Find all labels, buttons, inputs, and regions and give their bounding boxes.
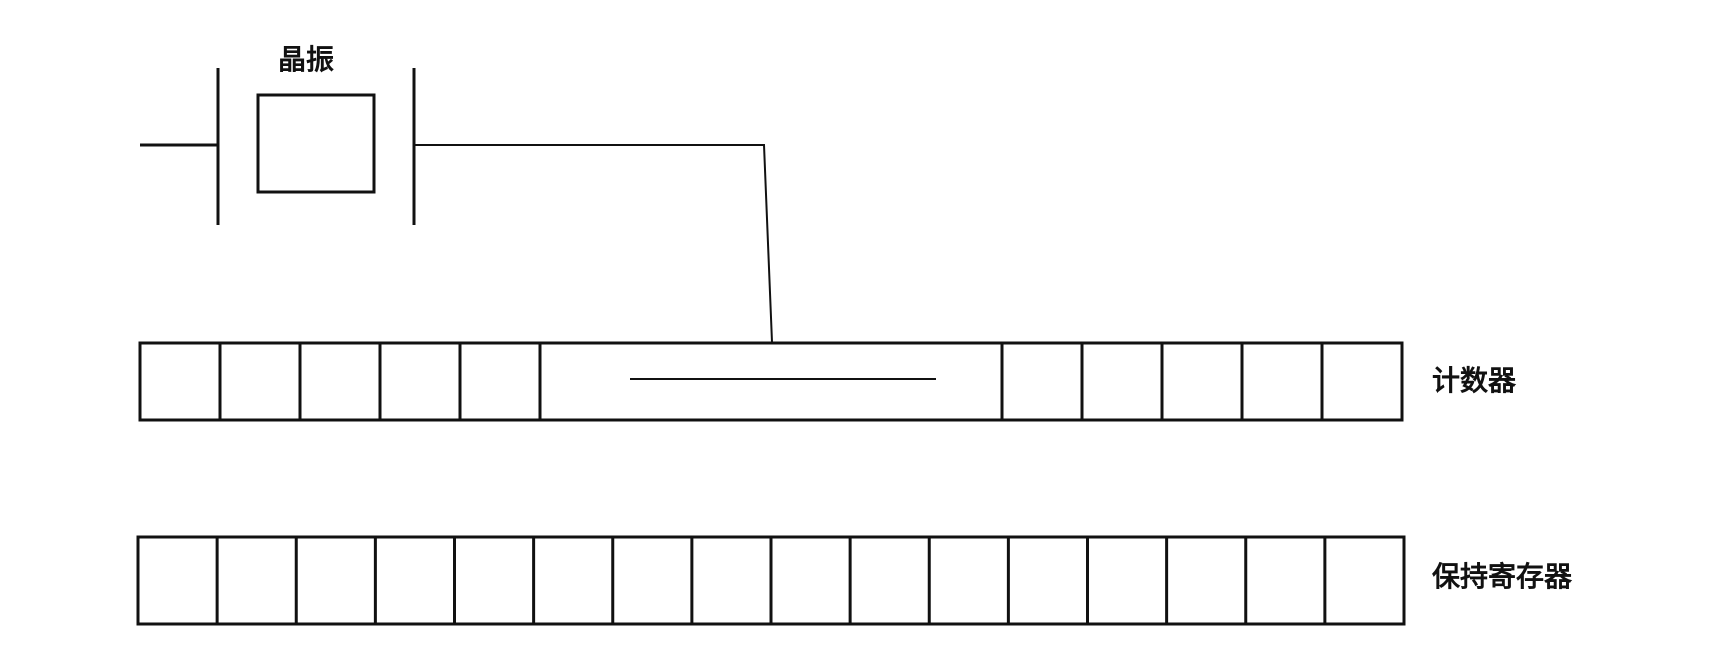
counter-outline [138,341,1404,422]
crystal-body [256,93,376,194]
crystal-label: 晶振 [278,43,335,76]
clock-signal-wire [414,144,773,343]
counter-label: 计数器 [1432,364,1517,397]
crystal-oscillator-symbol [140,68,416,225]
holding-register [136,535,1406,626]
counter-register [138,341,1404,422]
holding-register-label: 保持寄存器 [1432,560,1573,593]
